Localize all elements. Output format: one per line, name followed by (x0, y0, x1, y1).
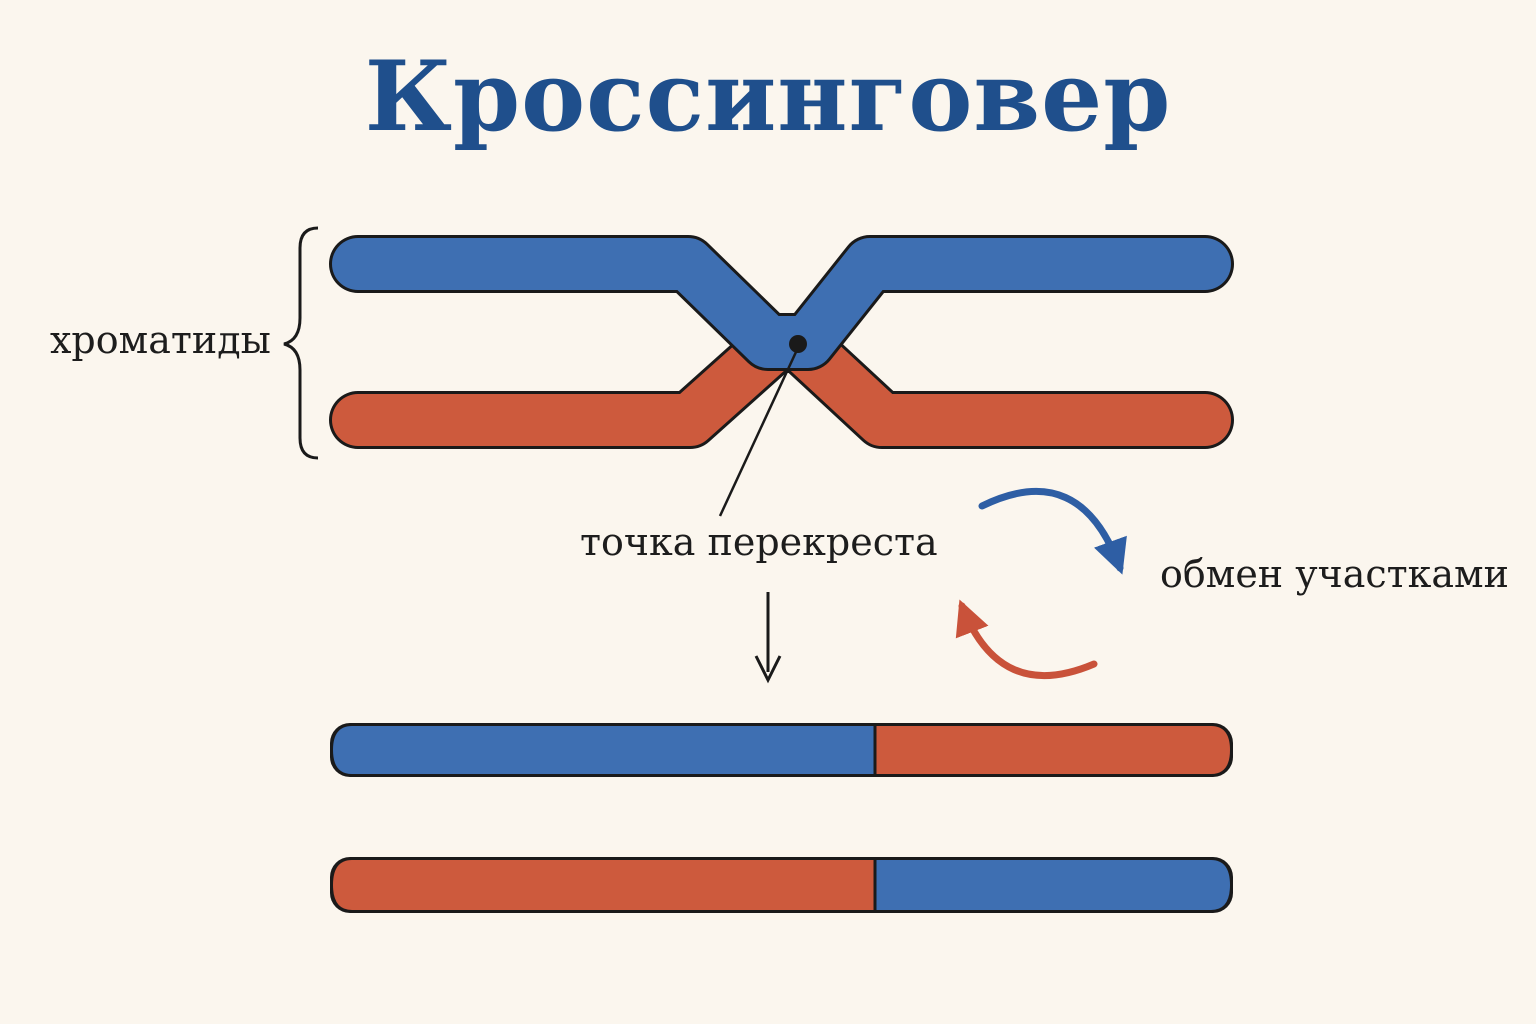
segment-red (875, 726, 1230, 774)
chromatids-label: хроматиды (50, 318, 271, 362)
diagram-title: Кроссинговер (364, 40, 1172, 153)
segment-blue (875, 860, 1230, 910)
segment-red (333, 860, 875, 910)
chromatids-brace (283, 226, 319, 460)
segment-blue (333, 726, 875, 774)
crossover-pointer-line (718, 351, 798, 517)
recombinant-chromatid-2 (330, 857, 1233, 913)
result-down-arrow (754, 592, 782, 684)
chromatid-blue-top (329, 235, 1234, 371)
recombinant-chromatid-1 (330, 723, 1233, 777)
exchange-label: обмен участками (1160, 552, 1509, 596)
crossover-point-dot (789, 335, 807, 353)
crossover-point-label: точка перекреста (580, 520, 938, 564)
exchange-arrow-red (955, 599, 1098, 680)
exchange-arrow-blue (978, 488, 1127, 575)
